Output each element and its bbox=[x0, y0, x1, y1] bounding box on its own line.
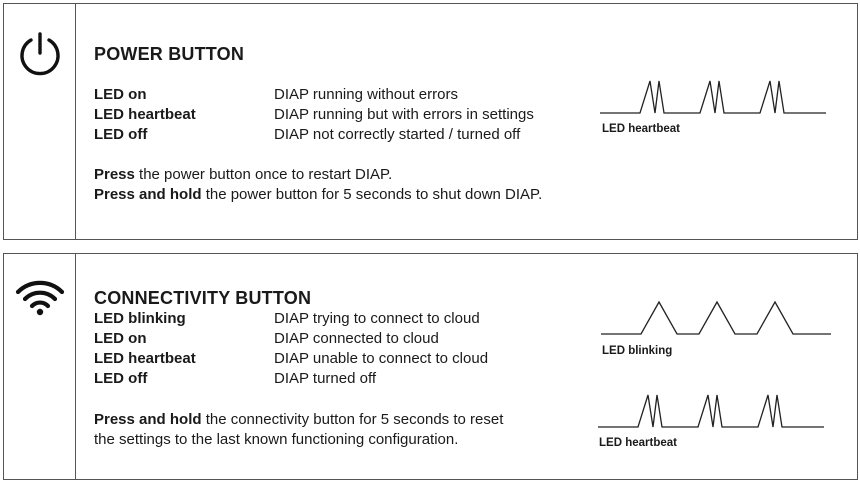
led-row: LED heartbeat DIAP running but with error… bbox=[94, 105, 534, 125]
led-row: LED blinking DIAP trying to connect to cl… bbox=[94, 309, 480, 329]
instruction-bold: Press and hold bbox=[94, 411, 202, 428]
led-label: LED on bbox=[94, 330, 147, 347]
instruction-text: the power button once to restart DIAP. bbox=[134, 166, 393, 183]
instruction-line: Press and hold the power button for 5 se… bbox=[94, 185, 542, 205]
connectivity-button-panel: CONNECTIVITY BUTTON LED blinking DIAP try… bbox=[3, 253, 858, 480]
led-label: LED off bbox=[94, 126, 148, 143]
instruction-line: the settings to the last known functioni… bbox=[94, 430, 458, 450]
led-label: LED blinking bbox=[94, 310, 186, 327]
instruction-text: the settings to the last known functioni… bbox=[94, 431, 459, 448]
instruction-line: Press and hold the connectivity button f… bbox=[94, 410, 503, 430]
led-description: DIAP connected to cloud bbox=[274, 330, 439, 347]
led-row: LED off DIAP turned off bbox=[94, 369, 376, 389]
power-icon-column bbox=[4, 4, 76, 239]
instruction-text: the connectivity button for 5 seconds to… bbox=[201, 411, 504, 428]
led-description: DIAP running but with errors in settings bbox=[274, 106, 534, 123]
led-label: LED on bbox=[94, 86, 147, 103]
led-label: LED heartbeat bbox=[94, 350, 196, 367]
led-description: DIAP unable to connect to cloud bbox=[274, 350, 489, 367]
led-row: LED on DIAP connected to cloud bbox=[94, 329, 439, 349]
led-description: DIAP not correctly started / turned off bbox=[274, 126, 521, 143]
instruction-bold: Press bbox=[94, 166, 135, 183]
led-row: LED off DIAP not correctly started / turn… bbox=[94, 125, 520, 145]
waveform-label: LED blinking bbox=[602, 345, 673, 357]
waveform-label: LED heartbeat bbox=[602, 123, 680, 135]
led-description: DIAP trying to connect to cloud bbox=[274, 310, 480, 327]
led-label: LED heartbeat bbox=[94, 106, 196, 123]
wifi-icon bbox=[15, 280, 65, 316]
blinking-waveform bbox=[601, 300, 831, 335]
power-button-panel: POWER BUTTON LED on DIAP running without … bbox=[3, 3, 858, 240]
waveform-label: LED heartbeat bbox=[599, 437, 677, 449]
led-description: DIAP turned off bbox=[274, 370, 377, 387]
page-title: POWER BUTTON bbox=[94, 44, 245, 64]
wifi-icon-column bbox=[4, 254, 76, 479]
instruction-bold: Press and hold bbox=[94, 186, 202, 203]
page-title: CONNECTIVITY BUTTON bbox=[94, 288, 312, 308]
led-label: LED off bbox=[94, 370, 148, 387]
heartbeat-waveform bbox=[598, 394, 824, 428]
instruction-text: the power button for 5 seconds to shut d… bbox=[201, 186, 543, 203]
led-row: LED on DIAP running without errors bbox=[94, 85, 458, 105]
led-description: DIAP running without errors bbox=[274, 86, 458, 103]
instruction-line: Press the power button once to restart D… bbox=[94, 165, 392, 185]
led-row: LED heartbeat DIAP unable to connect to c… bbox=[94, 349, 488, 369]
heartbeat-waveform bbox=[600, 80, 826, 114]
power-icon bbox=[20, 32, 60, 76]
